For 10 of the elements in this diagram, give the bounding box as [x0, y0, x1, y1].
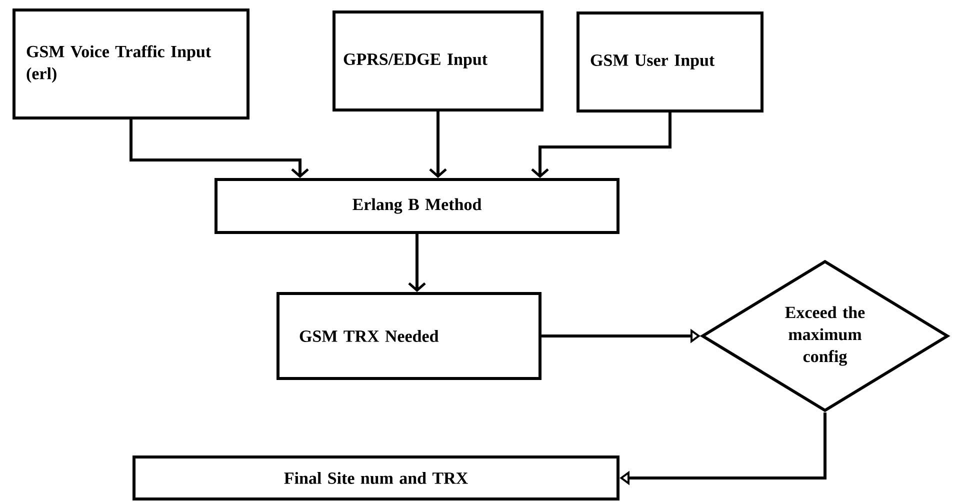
process-box: GSM User Input: [576, 12, 764, 112]
process-box: GPRS/EDGE Input: [332, 10, 544, 112]
arrow: [408, 234, 426, 292]
process-box: Erlang B Method: [214, 178, 620, 234]
arrow: [429, 112, 447, 178]
process-box: GSM TRX Needed: [276, 292, 542, 380]
arrow: [531, 112, 672, 178]
process-box: Final Site num and TRX: [132, 456, 620, 500]
arrow: [130, 120, 309, 178]
process-box: GSM Voice Traffic Input (erl): [12, 8, 250, 120]
